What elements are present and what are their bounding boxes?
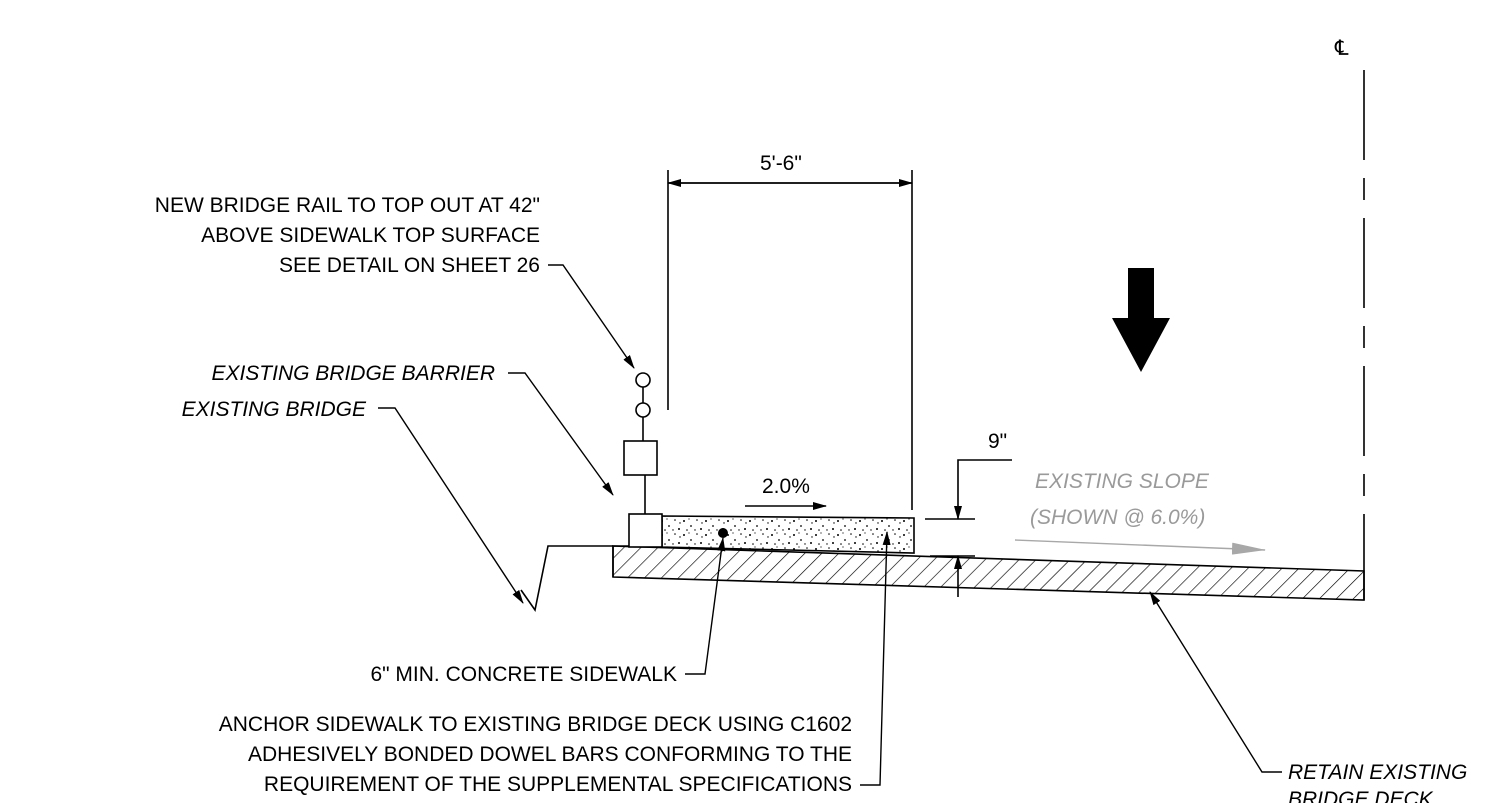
anchor-note-line2: ADHESIVELY BONDED DOWEL BARS CONFORMING … [248,743,852,766]
bridge-note: EXISTING BRIDGE [182,398,367,421]
rail-upper [635,372,651,388]
retain-note-line2: BRIDGE DECK [1288,788,1434,803]
rail-note-line1: NEW BRIDGE RAIL TO TOP OUT AT 42" [155,194,540,217]
dowel-bar [718,528,728,538]
concrete-sidewalk [661,515,915,554]
sidewalk-slope-label: 2.0% [762,475,810,498]
width-label: 5'-6" [760,152,802,175]
rail-lower [635,402,651,418]
rail-note-line3: SEE DETAIL ON SHEET 26 [279,254,540,277]
bridge-barrier [628,513,663,548]
sidewalk-note: 6" MIN. CONCRETE SIDEWALK [370,663,677,686]
existing-slope-arrow [1014,539,1266,555]
bridge-deck [612,545,1365,601]
depth-label: 9" [988,430,1007,453]
rail-note-line2: ABOVE SIDEWALK TOP SURFACE [201,224,540,247]
centerline-symbol: ℄ [1334,37,1349,60]
barrier-note: EXISTING BRIDGE BARRIER [211,362,495,385]
direction-arrow [1112,268,1170,372]
existing-slope-line1: EXISTING SLOPE [1035,470,1210,493]
retain-note-line1: RETAIN EXISTING [1288,761,1467,784]
rail-post [623,440,658,476]
existing-slope-line2: (SHOWN @ 6.0%) [1030,506,1205,529]
anchor-note-line1: ANCHOR SIDEWALK TO EXISTING BRIDGE DECK … [219,713,852,736]
break-line [520,545,613,612]
anchor-note-line3: REQUIREMENT OF THE SUPPLEMENTAL SPECIFIC… [264,773,852,796]
